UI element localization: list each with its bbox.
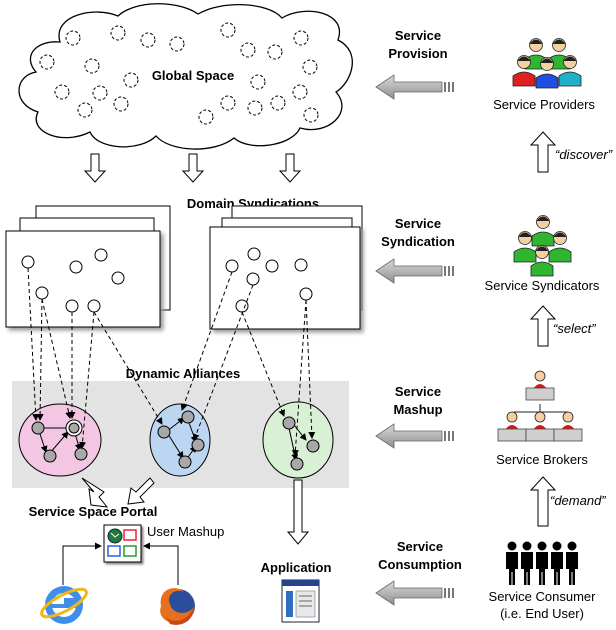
flow-arrows bbox=[375, 74, 454, 606]
dynamic-alliances-label: Dynamic Alliances bbox=[126, 366, 240, 381]
syndicator-figure-3 bbox=[548, 231, 572, 263]
provision-arrow bbox=[375, 74, 454, 100]
alliance-green bbox=[262, 401, 334, 479]
service-providers-label: Service Providers bbox=[493, 97, 595, 112]
user-mashup-icon bbox=[103, 524, 142, 563]
consumer-figure-2 bbox=[521, 541, 533, 585]
broker-figure-top bbox=[525, 370, 555, 401]
mashup-arrow bbox=[375, 423, 454, 449]
discover-label: “discover” bbox=[555, 147, 613, 162]
role-figures bbox=[497, 38, 583, 585]
global-space-cloud: Global Space bbox=[18, 3, 353, 150]
flow-consumption-label-1: Service bbox=[397, 539, 443, 554]
service-syndicators-label: Service Syndicators bbox=[485, 278, 600, 293]
syndicator-figure-1 bbox=[531, 215, 555, 247]
alliance-to-application-arrow bbox=[286, 479, 310, 545]
flow-provision: Service Provision bbox=[388, 28, 447, 61]
application-label: Application bbox=[261, 560, 332, 575]
browser-to-mashup-arrows bbox=[62, 542, 179, 585]
service-brokers-label: Service Brokers bbox=[496, 452, 588, 467]
provider-figure-5 bbox=[558, 55, 582, 87]
flow-provision-label-1: Service bbox=[395, 28, 441, 43]
cloud-service-nodes bbox=[39, 22, 319, 125]
global-space-label: Global Space bbox=[152, 68, 234, 83]
flow-mashup-label-2: Mashup bbox=[393, 402, 442, 417]
broker-figure-right bbox=[553, 411, 583, 442]
consumer-figure-1 bbox=[506, 541, 518, 585]
flow-consumption-label-2: Consumption bbox=[378, 557, 462, 572]
syndication-arrow bbox=[375, 258, 454, 284]
syndication-stack-right bbox=[209, 205, 363, 330]
provider-figure-3 bbox=[512, 55, 536, 87]
syndication-stack-left bbox=[5, 205, 171, 328]
consumption-arrow bbox=[375, 580, 454, 606]
provider-figure-4 bbox=[535, 57, 559, 89]
internet-explorer-icon bbox=[40, 586, 88, 624]
consumer-figure-3 bbox=[536, 541, 548, 585]
alliance-blue bbox=[149, 403, 211, 477]
alliance-to-portal-arrows bbox=[81, 477, 155, 508]
syndication-nodes-left bbox=[21, 248, 125, 313]
service-consumer-sublabel: (i.e. End User) bbox=[500, 606, 584, 621]
user-mashup-label: User Mashup bbox=[147, 524, 224, 539]
service-space-portal-label: Service Space Portal bbox=[29, 504, 158, 519]
broker-figure-middle bbox=[525, 411, 555, 442]
flow-provision-label-2: Provision bbox=[388, 46, 447, 61]
consumer-figure-5 bbox=[566, 541, 578, 585]
flow-syndication: Service Syndication bbox=[381, 216, 455, 249]
firefox-icon bbox=[160, 588, 195, 625]
flow-syndication-label-2: Syndication bbox=[381, 234, 455, 249]
cloud-to-syndication-arrows bbox=[83, 153, 302, 183]
role-up-arrows bbox=[529, 131, 557, 527]
consumer-figure-4 bbox=[551, 541, 563, 585]
select-label: “select” bbox=[553, 321, 596, 336]
service-consumer-label: Service Consumer bbox=[489, 589, 597, 604]
syndication-to-alliance-arrows bbox=[27, 267, 316, 457]
flow-syndication-label-1: Service bbox=[395, 216, 441, 231]
alliance-pink bbox=[18, 403, 102, 477]
broker-figure-left bbox=[497, 411, 527, 442]
syndication-nodes-right bbox=[225, 247, 313, 313]
application-window-icon bbox=[281, 579, 320, 623]
flow-consumption: Service Consumption bbox=[378, 539, 462, 572]
syndicator-figure-4 bbox=[530, 245, 554, 277]
flow-mashup: Service Mashup bbox=[393, 384, 442, 417]
flow-mashup-label-1: Service bbox=[395, 384, 441, 399]
demand-label: “demand” bbox=[550, 493, 606, 508]
